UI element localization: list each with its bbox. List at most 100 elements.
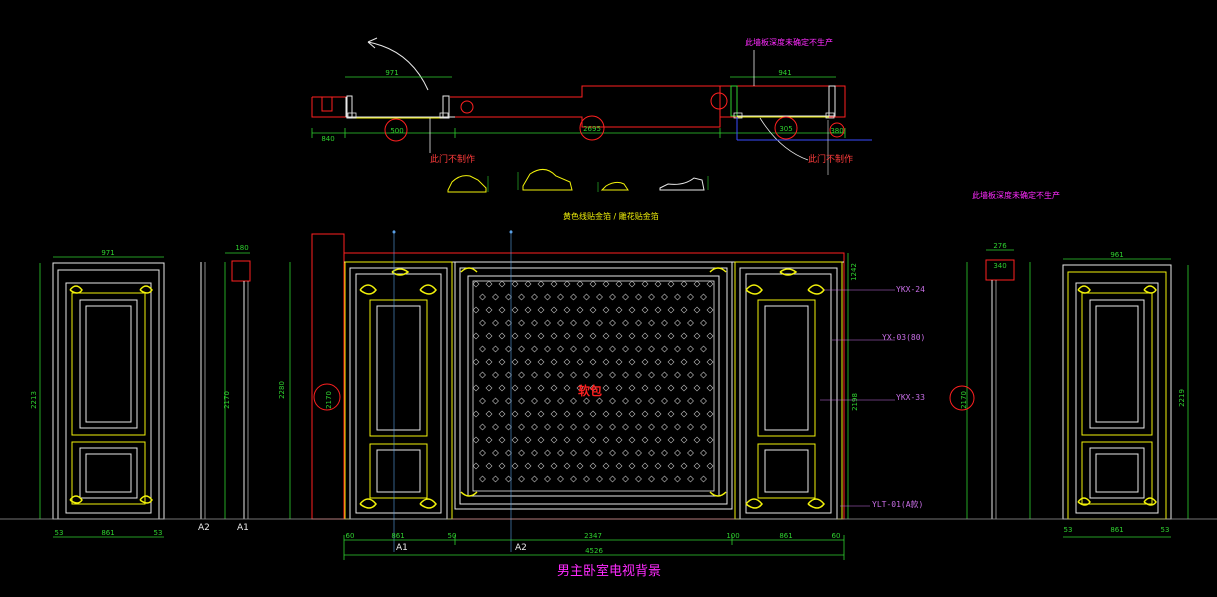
wall-circle-left bbox=[313, 383, 341, 411]
tuft-mark bbox=[531, 371, 538, 379]
tuft-mark bbox=[531, 475, 538, 483]
dim-left-door-bottom-b: 861 bbox=[101, 529, 114, 537]
tuft-mark bbox=[498, 280, 506, 288]
tuft-mark bbox=[505, 371, 512, 379]
tuft-mark bbox=[648, 449, 655, 457]
tuft-mark bbox=[544, 371, 551, 379]
tuft-mark bbox=[615, 332, 623, 340]
tuft-mark bbox=[583, 423, 590, 431]
dim-left-door-bottom-a: 53 bbox=[55, 529, 64, 537]
tuft-mark bbox=[622, 293, 629, 301]
tuft-mark bbox=[648, 319, 655, 327]
tuft-mark bbox=[550, 332, 558, 340]
tuft-mark bbox=[615, 306, 623, 314]
tuft-mark bbox=[550, 462, 558, 470]
tuft-mark bbox=[628, 306, 636, 314]
tuft-mark bbox=[680, 436, 688, 444]
tuft-mark bbox=[596, 475, 603, 483]
dim-bottom-861: 861 bbox=[391, 532, 404, 540]
tuft-mark bbox=[674, 345, 681, 353]
tuft-mark bbox=[479, 449, 486, 457]
tuft-mark bbox=[596, 371, 603, 379]
tuft-mark bbox=[537, 306, 545, 314]
tuft-mark bbox=[602, 384, 610, 392]
tuft-mark bbox=[557, 475, 564, 483]
tuft-mark bbox=[674, 371, 681, 379]
dim-plan-941: 941 bbox=[778, 69, 791, 77]
plan-circle-small-1 bbox=[460, 100, 474, 114]
tuft-mark bbox=[472, 332, 480, 340]
arrow-head-icon bbox=[367, 37, 378, 49]
tuft-mark bbox=[693, 436, 701, 444]
dim-bottom-861b: 861 bbox=[779, 532, 792, 540]
tuft-mark bbox=[687, 319, 694, 327]
dim-right-door-bottom-c: 53 bbox=[1161, 526, 1170, 534]
tuft-mark bbox=[615, 436, 623, 444]
tuft-mark bbox=[511, 436, 519, 444]
tuft-mark bbox=[667, 280, 675, 288]
tuft-mark bbox=[492, 423, 499, 431]
note-wall-top: 此墙板深度未确定不生产 bbox=[745, 37, 833, 47]
tuft-mark bbox=[563, 410, 571, 418]
tuft-mark bbox=[622, 371, 629, 379]
section-mark-a1-left: A1 bbox=[237, 523, 249, 533]
tuft-mark bbox=[667, 410, 675, 418]
tuft-mark bbox=[700, 371, 707, 379]
tuft-mark bbox=[680, 332, 688, 340]
tuft-mark bbox=[498, 384, 506, 392]
tuft-mark bbox=[667, 306, 675, 314]
tuft-mark bbox=[524, 384, 532, 392]
tuft-mark bbox=[550, 410, 558, 418]
dim-right-door-bottom-b: 861 bbox=[1110, 526, 1123, 534]
tuft-mark bbox=[654, 358, 662, 366]
tuft-mark bbox=[576, 410, 584, 418]
plan-circle-small-2 bbox=[710, 92, 728, 110]
tuft-mark bbox=[576, 332, 584, 340]
tuft-mark bbox=[706, 384, 714, 392]
tuft-mark bbox=[570, 475, 577, 483]
dim-bottom-60: 60 bbox=[346, 532, 355, 540]
tuft-mark bbox=[557, 449, 564, 457]
dim-wall-height: 2170 bbox=[325, 391, 333, 409]
tuft-mark bbox=[570, 423, 577, 431]
dim-left-door-bottom-c: 53 bbox=[154, 529, 163, 537]
dim-bottom-50: 50 bbox=[448, 532, 457, 540]
tuft-mark bbox=[485, 384, 493, 392]
dim-plan-305: 305 bbox=[779, 125, 792, 133]
tuft-mark bbox=[667, 436, 675, 444]
ornament-icon bbox=[1077, 285, 1157, 506]
tuft-mark bbox=[479, 397, 486, 405]
tuft-mark bbox=[505, 423, 512, 431]
tuft-mark bbox=[680, 358, 688, 366]
tuft-mark bbox=[615, 384, 623, 392]
tuft-mark bbox=[492, 397, 499, 405]
tuft-mark bbox=[706, 332, 714, 340]
tuft-mark bbox=[576, 462, 584, 470]
tuft-mark bbox=[557, 371, 564, 379]
tuft-mark bbox=[537, 358, 545, 366]
tuft-mark bbox=[531, 397, 538, 405]
tuft-mark bbox=[518, 397, 525, 405]
tuft-mark bbox=[654, 280, 662, 288]
tuft-mark bbox=[576, 384, 584, 392]
tuft-mark bbox=[602, 332, 610, 340]
tuft-mark bbox=[635, 319, 642, 327]
drawing-title: 男主卧室电视背景 bbox=[557, 563, 661, 579]
tuft-mark bbox=[531, 293, 538, 301]
tuft-mark bbox=[505, 475, 512, 483]
tuft-mark bbox=[635, 371, 642, 379]
dim-right-section-height: 2170 bbox=[960, 391, 968, 409]
tuft-mark bbox=[524, 436, 532, 444]
tuft-mark bbox=[615, 280, 623, 288]
tuft-mark bbox=[583, 371, 590, 379]
dim-left-door-width: 971 bbox=[101, 249, 114, 257]
tuft-mark bbox=[485, 332, 493, 340]
tuft-mark bbox=[680, 410, 688, 418]
tuft-mark bbox=[641, 306, 649, 314]
tuft-mark bbox=[654, 332, 662, 340]
dim-side-height-2: 2280 bbox=[278, 381, 286, 399]
tuft-mark bbox=[544, 423, 551, 431]
tuft-mark bbox=[706, 358, 714, 366]
tuft-mark bbox=[609, 319, 616, 327]
tuft-mark bbox=[693, 384, 701, 392]
